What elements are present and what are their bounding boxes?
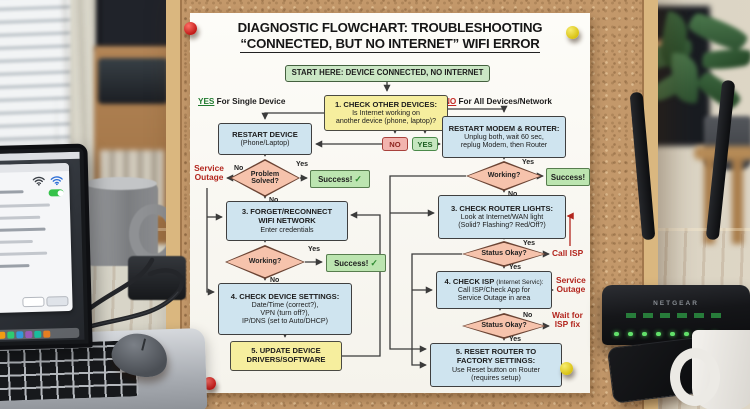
text-line: [0, 264, 30, 269]
router-antenna-right: [705, 79, 736, 241]
plant-leaf: [685, 11, 750, 53]
wifi-icon: [32, 176, 45, 186]
chip-yes: YES: [412, 137, 438, 151]
edge-label-yes: Yes: [509, 336, 522, 343]
restart-device-node: RESTART DEVICE (Phone/Laptop): [218, 123, 312, 155]
text-line: [0, 239, 33, 245]
check-isp-node: 4. CHECK ISP (Internet Servic): Call ISP…: [436, 271, 552, 309]
edge-label-yes: Yes: [523, 240, 536, 247]
dock-app-icon[interactable]: [7, 330, 15, 339]
update-drivers-node: 5. UPDATE DEVICE DRIVERS/SOFTWARE: [230, 341, 342, 371]
router-led: [614, 331, 619, 336]
connect-button[interactable]: [46, 296, 69, 307]
restart-modem-router-node: RESTART MODEM & ROUTER: Unplug both, wai…: [442, 116, 566, 158]
text-line: [0, 190, 24, 195]
router-antenna-left: [629, 91, 656, 241]
cancel-button[interactable]: [22, 296, 45, 308]
working-decision-right: Working?: [466, 161, 542, 191]
text-line: [0, 215, 41, 221]
chair-slat: [732, 158, 743, 244]
router-led: [628, 331, 633, 336]
edge-label-no: No: [508, 191, 518, 198]
laptop-display: [0, 151, 85, 343]
plant-leaf: [700, 44, 750, 74]
router-led: [684, 331, 689, 336]
printer: [98, 58, 168, 104]
push-pin-yellow-top-right: [566, 26, 579, 39]
edge-label-yes: Yes: [509, 264, 522, 271]
status-okay-decision-1: Status Okay?: [462, 241, 546, 267]
dock-app-icon[interactable]: [34, 330, 42, 338]
laptop-screen: [0, 143, 93, 351]
reset-router-node: 5. RESET ROUTER TO FACTORY SETTINGS: Use…: [430, 343, 562, 387]
coffee-mug-white: [670, 330, 750, 409]
chip-no: NO: [382, 137, 408, 151]
check-icon: ✓: [370, 257, 378, 268]
router-led: [656, 331, 661, 336]
wifi-icon-blue: [50, 176, 63, 186]
success-node-2: Success!✓: [326, 254, 386, 272]
service-outage-label-right: Service Outage: [556, 275, 586, 294]
check-router-lights-node: 3. CHECK ROUTER LIGHTS: Look at Internet…: [438, 195, 566, 239]
wifi-router: NETGEAR: [602, 79, 750, 358]
dock-app-icon[interactable]: [25, 330, 33, 338]
call-isp-label: Call ISP: [552, 248, 584, 258]
edge-label-yes: Yes: [296, 161, 309, 168]
status-okay-decision-2: Status Okay?: [462, 313, 546, 339]
working-decision-left: Working?: [225, 245, 305, 279]
forget-reconnect-node: 3. FORGET/RECONNECT WIFI NETWORK Enter c…: [226, 201, 348, 241]
wifi-toggle[interactable]: [48, 189, 64, 197]
start-node: START HERE: DEVICE CONNECTED, NO INTERNE…: [285, 65, 490, 82]
check-other-devices-node: 1. CHECK OTHER DEVICES: Is Internet work…: [324, 95, 448, 131]
push-pin-yellow-bottom-right: [560, 362, 573, 375]
edge-label-no: No: [523, 312, 533, 319]
window-titlebar: [0, 162, 70, 174]
edge-label-no: No: [234, 165, 244, 172]
text-line: [0, 251, 48, 257]
poster-title-line2: “CONNECTED, BUT NO INTERNET” WIFI ERROR: [240, 36, 540, 54]
router-brand-label: NETGEAR: [653, 300, 699, 307]
edge-label-no: No: [269, 197, 279, 204]
branch-label-single-device: YES For Single Device: [198, 97, 286, 106]
flowchart-connectors: [206, 82, 574, 369]
edge-label-no: No: [270, 277, 280, 284]
check-icon: ✓: [354, 173, 362, 184]
router-vents: [626, 313, 726, 318]
edge-label-yes: Yes: [308, 246, 321, 253]
success-node-1: Success!✓: [310, 170, 370, 188]
dock-app-icon[interactable]: [16, 330, 24, 338]
check-device-settings-node: 4. CHECK DEVICE SETTINGS: Date/Time (cor…: [218, 283, 352, 335]
flowchart-poster: DIAGNOSTIC FLOWCHART: TROUBLESHOOTING “C…: [190, 13, 590, 393]
poster-title-line1: DIAGNOSTIC FLOWCHART: TROUBLESHOOTING: [237, 20, 543, 35]
success-node-3: Success!: [546, 168, 590, 186]
service-outage-label-left: Service Outage: [194, 163, 224, 182]
push-pin-red-top-left: [184, 22, 197, 35]
wait-isp-fix-label: Wait for ISP fix: [552, 310, 583, 329]
text-line: [0, 227, 46, 233]
poster-title: DIAGNOSTIC FLOWCHART: TROUBLESHOOTING “C…: [190, 20, 590, 54]
macos-menubar: [0, 151, 80, 162]
edge-label-yes: Yes: [522, 159, 535, 166]
dock-app-icon[interactable]: [43, 330, 51, 338]
dock-app-icon[interactable]: [0, 331, 6, 339]
branch-label-all-devices: NO For All Devices/Network: [444, 97, 552, 106]
macos-dock: [0, 327, 80, 341]
router-led: [642, 331, 647, 336]
text-line: [0, 203, 50, 209]
wifi-settings-window: [0, 162, 73, 314]
router-led: [670, 331, 675, 336]
